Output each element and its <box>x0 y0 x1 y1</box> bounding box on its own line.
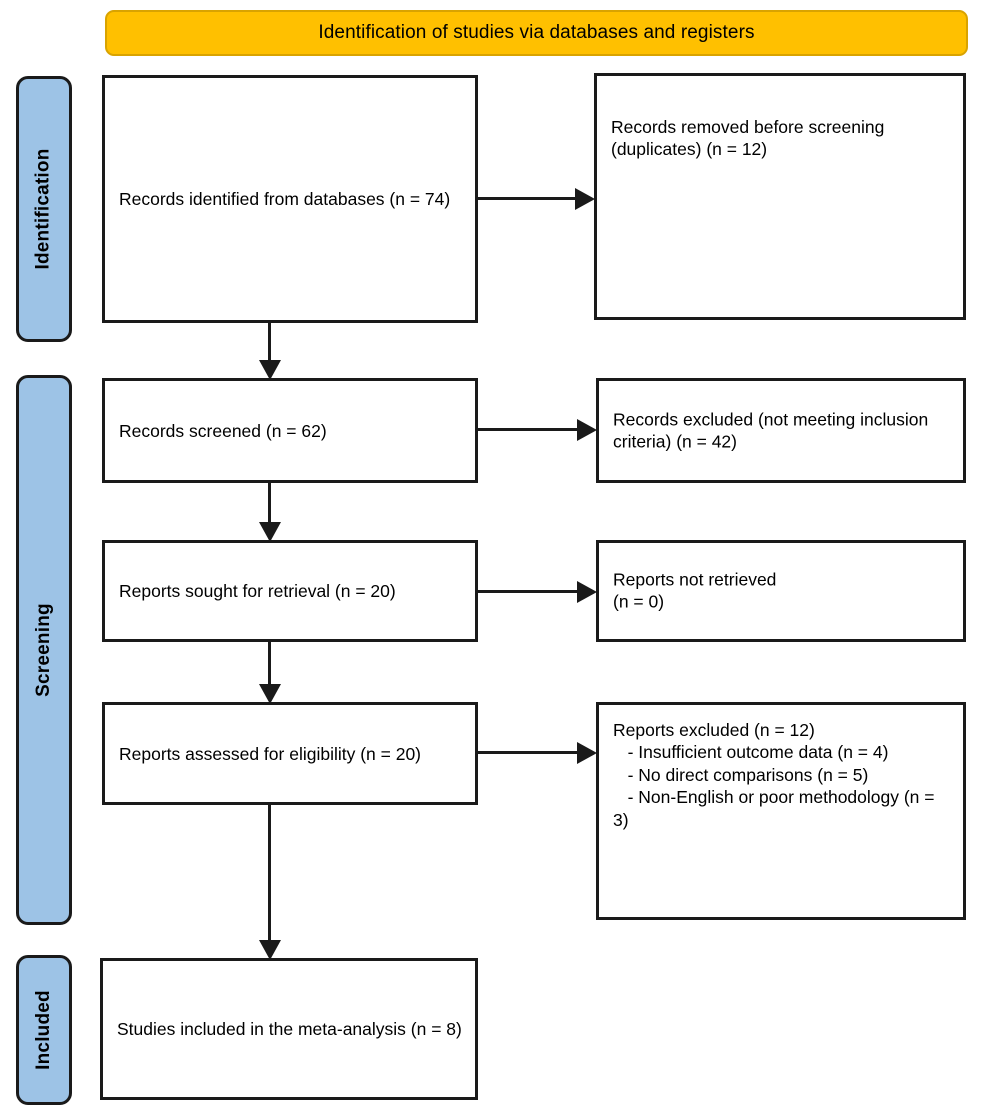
arrow-shaft <box>268 482 271 524</box>
stage-label-identification: Identification <box>16 76 72 342</box>
stage-label-included: Included <box>16 955 72 1105</box>
box-studies-included: Studies included in the meta-analysis (n… <box>100 958 478 1100</box>
arrow-shaft <box>478 751 578 754</box>
box-reports-not-retrieved-text: Reports not retrieved (n = 0) <box>613 569 777 612</box>
arrow-right-sought-to-not-retrieved <box>478 581 598 603</box>
box-records-removed: Records removed before screening (duplic… <box>594 73 966 320</box>
arrow-right-identified-to-removed <box>478 188 596 210</box>
arrow-shaft <box>268 322 271 362</box>
arrow-head-right-icon <box>577 581 597 603</box>
arrow-head-down-icon <box>259 360 281 380</box>
box-reports-excluded: Reports excluded (n = 12) - Insufficient… <box>596 702 966 920</box>
box-records-screened: Records screened (n = 62) <box>102 378 478 483</box>
box-records-identified-text: Records identified from databases (n = 7… <box>119 188 451 209</box>
stage-label-screening: Screening <box>16 375 72 925</box>
box-records-screened-text: Records screened (n = 62) <box>119 420 327 441</box>
box-records-removed-text: Records removed before screening (duplic… <box>611 117 890 160</box>
arrow-right-assessed-to-excluded <box>478 742 598 764</box>
arrow-head-right-icon <box>577 419 597 441</box>
box-records-identified: Records identified from databases (n = 7… <box>102 75 478 323</box>
stage-label-included-text: Included <box>33 990 54 1070</box>
box-reports-assessed-text: Reports assessed for eligibility (n = 20… <box>119 743 422 764</box>
arrow-shaft <box>478 590 578 593</box>
box-reports-excluded-text: Reports excluded (n = 12) - Insufficient… <box>613 720 935 830</box>
box-reports-sought-text: Reports sought for retrieval (n = 20) <box>119 580 396 601</box>
box-reports-assessed: Reports assessed for eligibility (n = 20… <box>102 702 478 805</box>
stage-label-identification-text: Identification <box>33 148 54 270</box>
arrow-shaft <box>268 804 271 942</box>
arrow-down-identified-to-screened <box>259 322 281 380</box>
arrow-down-sought-to-assessed <box>259 641 281 704</box>
box-records-excluded-screening: Records excluded (not meeting inclusion … <box>596 378 966 483</box>
arrow-head-down-icon <box>259 684 281 704</box>
diagram-header-banner: Identification of studies via databases … <box>105 10 968 56</box>
box-studies-included-text: Studies included in the meta-analysis (n… <box>117 1018 462 1039</box>
arrow-down-screened-to-sought <box>259 482 281 542</box>
box-reports-sought: Reports sought for retrieval (n = 20) <box>102 540 478 642</box>
arrow-shaft <box>478 428 578 431</box>
diagram-header-title: Identification of studies via databases … <box>318 21 755 43</box>
arrow-head-right-icon <box>575 188 595 210</box>
stage-label-screening-text: Screening <box>33 603 55 697</box>
arrow-head-down-icon <box>259 940 281 960</box>
box-reports-not-retrieved: Reports not retrieved (n = 0) <box>596 540 966 642</box>
arrow-head-down-icon <box>259 522 281 542</box>
arrow-shaft <box>478 197 576 200</box>
box-records-excluded-screening-text: Records excluded (not meeting inclusion … <box>613 409 934 452</box>
arrow-down-assessed-to-included <box>259 804 281 960</box>
arrow-right-screened-to-excluded <box>478 419 598 441</box>
arrow-shaft <box>268 641 271 686</box>
arrow-head-right-icon <box>577 742 597 764</box>
